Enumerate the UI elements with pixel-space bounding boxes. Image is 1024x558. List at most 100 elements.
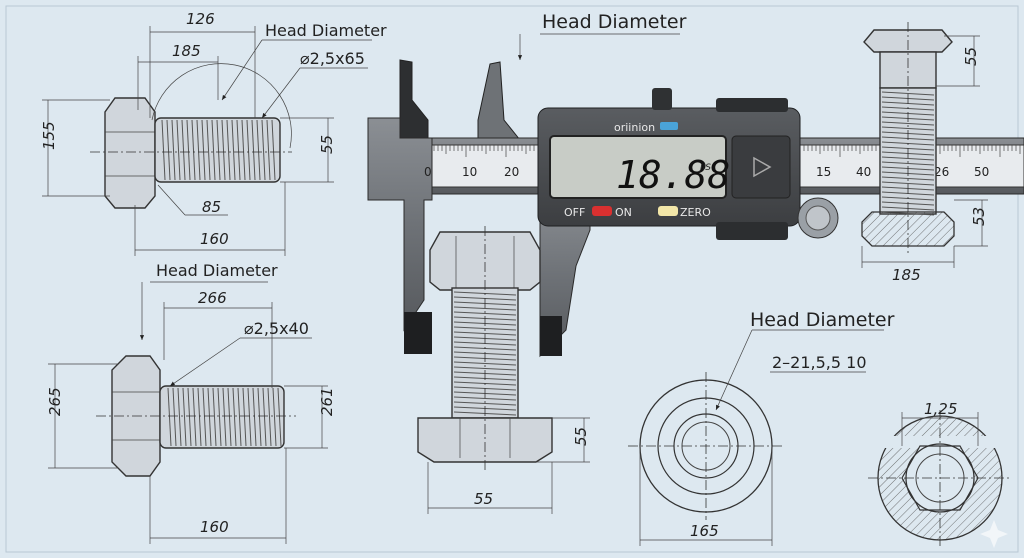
thread-line bbox=[166, 119, 171, 181]
bolt-center-head bbox=[429, 231, 541, 291]
thread-line bbox=[881, 121, 935, 126]
thread-line bbox=[881, 156, 935, 161]
thread-line bbox=[177, 387, 182, 447]
thread-line bbox=[257, 387, 262, 447]
thread-line bbox=[266, 119, 271, 181]
thread-line bbox=[217, 387, 222, 447]
thread-line bbox=[171, 119, 176, 181]
caliper-brand: oriinion bbox=[614, 121, 655, 134]
dim-85: 85 bbox=[202, 198, 221, 216]
thread-line bbox=[453, 401, 517, 406]
caliper-jaw-tip-left bbox=[404, 312, 432, 354]
thread-line bbox=[221, 119, 226, 181]
dims-center bbox=[427, 417, 590, 514]
nut-section-view bbox=[868, 410, 1012, 546]
bolt-bottom-left bbox=[96, 355, 296, 477]
dim-tr-53: 53 bbox=[970, 207, 988, 226]
thread-line bbox=[246, 119, 251, 181]
dim-265: 265 bbox=[46, 387, 64, 416]
dim-160: 160 bbox=[200, 230, 229, 248]
thread-line bbox=[182, 387, 187, 447]
thread-line bbox=[241, 119, 246, 181]
thread-line bbox=[453, 311, 517, 316]
thread-line bbox=[251, 119, 256, 181]
thread-line bbox=[232, 387, 237, 447]
bolt-head bbox=[104, 97, 156, 209]
caliper-thumb-wheel-base bbox=[716, 222, 788, 240]
thread-line bbox=[176, 119, 181, 181]
thread-line bbox=[167, 387, 172, 447]
caliper-fixed-jaw bbox=[367, 117, 433, 332]
bolt-top-left bbox=[90, 63, 292, 209]
dim-center-55b: 55 bbox=[474, 490, 493, 508]
scale-right-26: 26 bbox=[934, 165, 949, 179]
thread-line bbox=[277, 387, 282, 447]
dim-261: 261 bbox=[318, 387, 336, 416]
dims-top-right bbox=[861, 35, 988, 268]
scale-left-10: 10 bbox=[462, 165, 477, 179]
on-label: ON bbox=[615, 206, 632, 219]
label-thread-3: 2–21,5,5 10 bbox=[772, 353, 867, 372]
thread-line bbox=[231, 119, 236, 181]
thread-line bbox=[226, 119, 231, 181]
thread-line bbox=[262, 387, 267, 447]
thread-line bbox=[181, 119, 186, 181]
thread-line bbox=[881, 91, 935, 96]
dims-bottom-left bbox=[48, 281, 328, 544]
thread-line bbox=[201, 119, 206, 181]
label-head-diameter-2: Head Diameter bbox=[156, 261, 278, 280]
zero-button[interactable] bbox=[658, 206, 678, 216]
thread-line bbox=[192, 387, 197, 447]
dim-br-165: 165 bbox=[690, 522, 719, 540]
thread-line bbox=[261, 119, 266, 181]
thread-line bbox=[256, 119, 261, 181]
caliper-lcd bbox=[549, 135, 727, 199]
scale-right-15: 15 bbox=[816, 165, 831, 179]
thread-line bbox=[222, 387, 227, 447]
thread-line bbox=[453, 396, 517, 401]
thread-line bbox=[191, 119, 196, 181]
label-head-diameter-4: Head Diameter bbox=[750, 309, 895, 331]
thread-line bbox=[881, 126, 935, 131]
scale-left-20: 20 bbox=[504, 165, 519, 179]
thread-line bbox=[236, 119, 241, 181]
brand-button[interactable] bbox=[660, 122, 678, 130]
label-head-diameter-3: Head Diameter bbox=[542, 11, 687, 33]
sheet-frame bbox=[5, 5, 1019, 553]
thread-line bbox=[206, 119, 211, 181]
caliper-grip bbox=[716, 98, 788, 112]
thread-line bbox=[186, 119, 191, 181]
thread-line bbox=[453, 326, 517, 331]
thread-line bbox=[453, 366, 517, 371]
scale-right-40: 40 bbox=[856, 165, 871, 179]
thread-line bbox=[453, 306, 517, 311]
thread-line bbox=[212, 387, 217, 447]
thread-line bbox=[237, 387, 242, 447]
caliper-unit: JIS bbox=[698, 163, 711, 173]
bolt-shank bbox=[154, 117, 281, 183]
bolt-shank bbox=[159, 385, 285, 449]
dims-section bbox=[901, 412, 979, 446]
thread-line bbox=[197, 387, 202, 447]
thread-line bbox=[881, 176, 935, 181]
caliper-jaw-tip-right bbox=[540, 316, 562, 356]
thread-line bbox=[242, 387, 247, 447]
off-on-button[interactable] bbox=[592, 206, 612, 216]
caliper-upper-jaw-fixed bbox=[399, 59, 429, 141]
caliper-dpad[interactable] bbox=[731, 135, 791, 199]
thread-line bbox=[207, 387, 212, 447]
thread-line bbox=[453, 361, 517, 366]
dim-br-125: 1,25 bbox=[924, 400, 957, 418]
caliper-lock-screw[interactable] bbox=[652, 88, 672, 110]
bolt-center bbox=[417, 226, 553, 470]
scale-right-50: 50 bbox=[974, 165, 989, 179]
label-thread-2: ⌀2,5x40 bbox=[244, 319, 309, 338]
thread-line bbox=[272, 387, 277, 447]
dim-tr-55: 55 bbox=[962, 47, 980, 66]
thread-line bbox=[453, 331, 517, 336]
dim-155: 155 bbox=[40, 121, 58, 150]
dims-washer bbox=[639, 329, 884, 546]
label-thread-1: ⌀2,5x65 bbox=[300, 49, 365, 68]
thread-line bbox=[227, 387, 232, 447]
